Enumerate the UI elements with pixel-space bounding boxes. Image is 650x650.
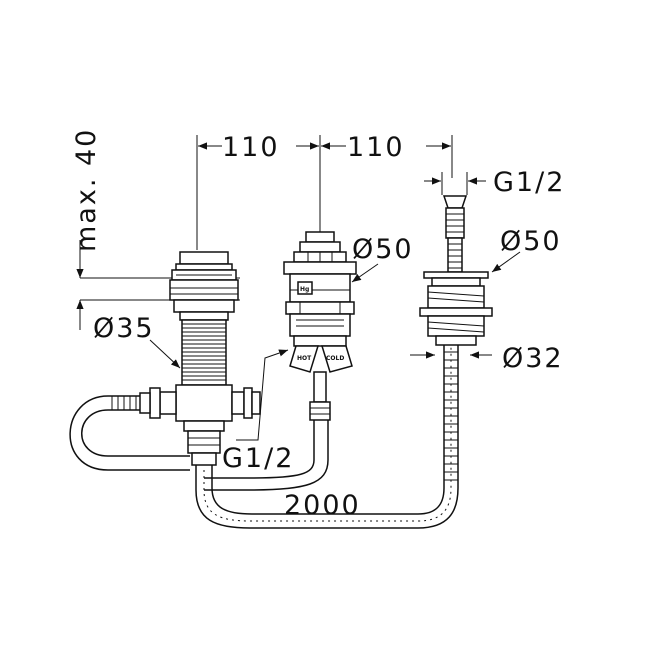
center-mixing-valve: Hg HOT COLD <box>283 231 357 421</box>
dim-spacing-right-label: 110 <box>347 132 405 163</box>
dim-spacing-left-label: 110 <box>222 132 280 163</box>
dim-thread-bottom-label: G1/2 <box>222 443 294 474</box>
dim-left-body-leader <box>149 339 181 369</box>
dim-hose-length-label: 2000 <box>284 490 361 521</box>
valve-hot-label: HOT <box>297 355 312 362</box>
dim-right-flange-label: Ø50 <box>500 226 562 257</box>
left-loop-crimps <box>111 396 137 410</box>
dim-left-body-label: Ø35 <box>93 313 155 344</box>
right-outlet-assembly <box>419 195 493 481</box>
dim-max-depth-label: max. 40 <box>71 128 102 252</box>
left-spout-assembly <box>139 251 261 466</box>
dim-thread-top-label: G1/2 <box>493 167 565 198</box>
valve-badge-label: Hg <box>300 286 309 293</box>
valve-cold-label: COLD <box>326 355 344 362</box>
dim-thread-top-lines <box>424 172 486 195</box>
center-outlet-pipe-outer <box>204 420 315 479</box>
left-loop-hose <box>69 395 190 471</box>
dim-right-flange-leader <box>491 251 521 273</box>
dim-spacing-lines <box>196 135 453 250</box>
dim-right-body-label: Ø32 <box>502 343 564 374</box>
dim-center-valve-label: Ø50 <box>352 234 414 265</box>
dim-center-valve-leader <box>351 263 379 283</box>
center-outlet-pipe-inner <box>204 420 329 491</box>
dim-thread-bottom-leader <box>236 349 289 441</box>
long-flex-hose <box>195 345 459 529</box>
left-thread-lines <box>182 323 226 381</box>
right-hose-crimps <box>444 351 458 481</box>
